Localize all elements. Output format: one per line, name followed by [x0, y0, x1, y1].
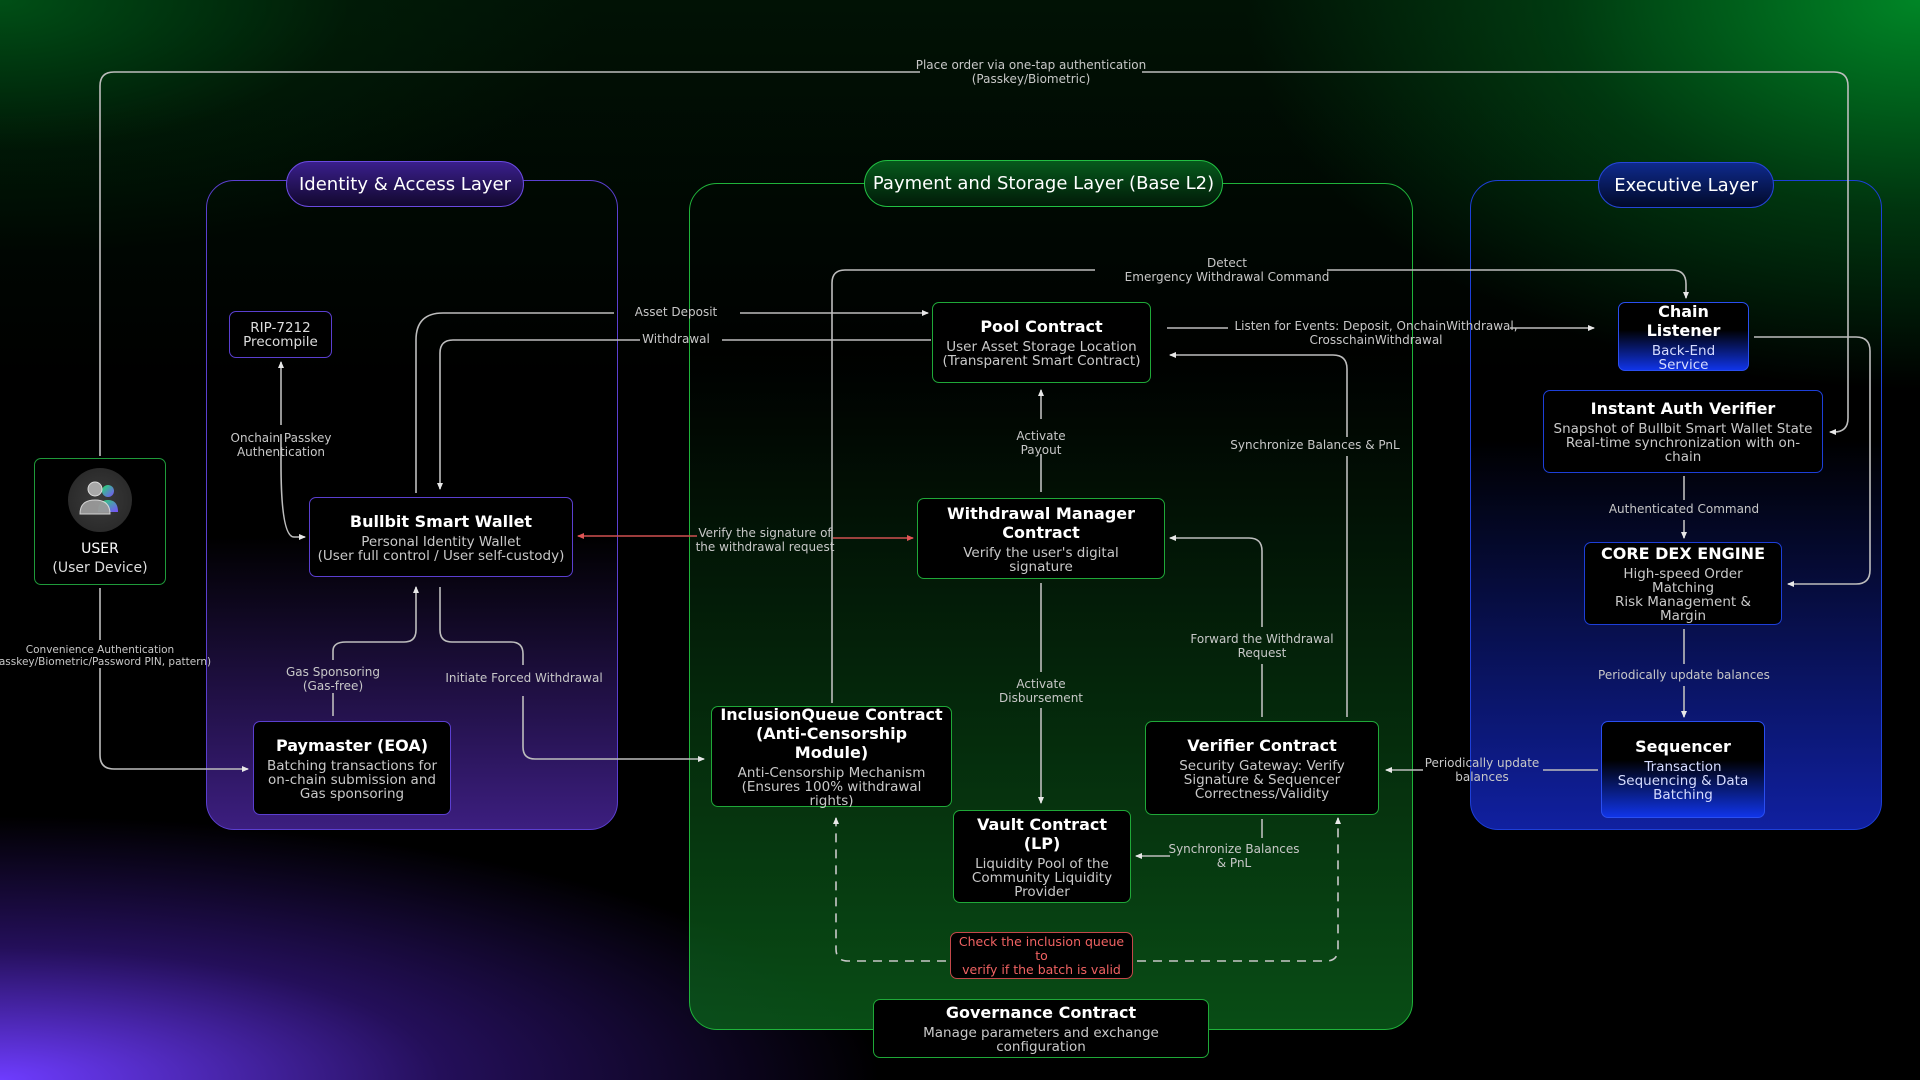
edge-listener-dex — [1754, 336, 1871, 587]
vault-contract-node[interactable]: Vault Contract (LP) Liquidity Pool of th… — [953, 810, 1131, 903]
listener-title: Chain Listener — [1646, 301, 1721, 340]
bullbit-smart-wallet-node[interactable]: Bullbit Smart Wallet Personal Identity W… — [309, 497, 573, 577]
edge-place-order — [99, 71, 1849, 456]
sequencer-desc-3: Batching — [1653, 787, 1713, 803]
check-line-2: verify if the batch is valid — [962, 961, 1121, 977]
paymaster-desc-1: Batching transactions for — [266, 757, 438, 774]
governance-desc: Manage parameters and exchange configura… — [923, 1025, 1159, 1055]
executive-layer-title: Executive Layer — [1598, 162, 1774, 208]
edge-sync-balances — [1170, 355, 1348, 717]
inclusion-desc-1: Anti-Censorship Mechanism — [737, 765, 926, 781]
paymaster-node[interactable]: Paymaster (EOA) Batching transactions fo… — [253, 721, 451, 815]
governance-title: Governance Contract — [945, 1003, 1137, 1022]
sequencer-desc-1: Transaction — [1644, 759, 1722, 775]
label-sync-balances: Synchronize Balances & PnL — [1230, 438, 1400, 452]
check-inclusion-queue-note: Check the inclusion queue to verify if t… — [950, 932, 1133, 979]
check-line-1: Check the inclusion queue to — [958, 933, 1125, 963]
label-forced-withdrawal: Initiate Forced Withdrawal — [445, 671, 603, 685]
verifier-desc-1: Security Gateway: Verify — [1179, 757, 1345, 774]
verifier-desc-2: Signature & Sequencer — [1183, 771, 1341, 788]
vault-desc-3: Provider — [1014, 883, 1070, 900]
inclusion-title-2: (Anti-Censorship Module) — [755, 724, 908, 762]
vault-desc-2: Community Liquidity — [971, 869, 1113, 886]
rip-title: RIP-7212 — [250, 319, 311, 336]
edge-sync-vault — [1136, 819, 1263, 856]
user-title: USER — [81, 541, 119, 557]
verifier-contract-node[interactable]: Verifier Contract Security Gateway: Veri… — [1145, 721, 1379, 815]
label-listen-events: Listen for Events: Deposit, OnchainWithd… — [1234, 319, 1518, 347]
label-place-order: Place order via one-tap authentication(P… — [915, 58, 1147, 86]
vault-desc-1: Liquidity Pool of the — [975, 855, 1109, 872]
withdrawal-desc-2: signature — [1009, 558, 1073, 575]
edge-forced-withdrawal — [439, 587, 704, 759]
users-icon — [68, 468, 132, 532]
auth-desc-1: Snapshot of Bullbit Smart Wallet State — [1553, 421, 1813, 437]
auth-title: Instant Auth Verifier — [1590, 399, 1776, 418]
instant-auth-verifier-node[interactable]: Instant Auth Verifier Snapshot of Bullbi… — [1543, 390, 1823, 473]
edge-asset-deposit — [415, 313, 928, 493]
identity-layer-title: Identity & Access Layer — [286, 161, 524, 207]
wallet-desc-1: Personal Identity Wallet — [361, 533, 521, 550]
pool-contract-node[interactable]: Pool Contract User Asset Storage Locatio… — [932, 302, 1151, 383]
inclusion-queue-node[interactable]: InclusionQueue Contract (Anti-Censorship… — [711, 705, 952, 809]
label-convenience-auth: Convenience Authentication(Passkey/Biome… — [0, 644, 212, 668]
pool-desc-1: User Asset Storage Location — [946, 339, 1137, 355]
withdrawal-manager-node[interactable]: Withdrawal Manager Contract Verify the u… — [917, 498, 1165, 579]
wallet-desc-2: (User full control / User self-custody) — [317, 547, 565, 564]
label-sync-vault: Synchronize Balances& PnL — [1168, 842, 1300, 870]
paymaster-desc-3: Gas sponsoring — [299, 785, 405, 802]
paymaster-desc-2: on-chain submission and — [268, 771, 436, 788]
chain-listener-node[interactable]: Chain Listener Back-End Service — [1618, 301, 1749, 373]
auth-desc-2: Real-time synchronization with on-chain — [1565, 435, 1801, 465]
label-withdrawal: Withdrawal — [642, 332, 710, 346]
rip-subtitle: Precompile — [243, 333, 318, 350]
edge-onchain-passkey — [280, 434, 306, 540]
governance-contract-node[interactable]: Governance Contract Manage parameters an… — [873, 999, 1209, 1058]
user-subtitle: (User Device) — [52, 560, 148, 576]
dex-desc-1: High-speed Order Matching — [1623, 566, 1743, 596]
inclusion-desc-2: (Ensures 100% withdrawal rights) — [741, 779, 922, 809]
label-authenticated-command: Authenticated Command — [1608, 502, 1760, 516]
listener-desc: Back-End Service — [1651, 342, 1716, 373]
withdrawal-desc-1: Verify the user's digital — [963, 544, 1119, 561]
sequencer-desc-2: Sequencing & Data — [1617, 773, 1749, 789]
core-dex-engine-node[interactable]: CORE DEX ENGINE High-speed Order Matchin… — [1584, 542, 1782, 625]
label-gas-sponsoring: Gas Sponsoring(Gas-free) — [286, 665, 380, 693]
edge-check-queue-right — [1137, 817, 1341, 962]
verifier-desc-3: Correctness/Validity — [1194, 785, 1330, 802]
label-asset-deposit: Asset Deposit — [634, 305, 718, 319]
edge-detect — [831, 269, 1686, 703]
inclusion-title-1: InclusionQueue Contract — [720, 705, 943, 724]
pool-title: Pool Contract — [980, 317, 1103, 336]
wallet-title: Bullbit Smart Wallet — [349, 511, 533, 531]
rip-7212-node[interactable]: RIP-7212 Precompile — [229, 311, 332, 358]
edge-gas-sponsoring — [332, 587, 416, 716]
paymaster-title: Paymaster (EOA) — [275, 735, 429, 755]
pool-desc-2: (Transparent Smart Contract) — [942, 353, 1141, 369]
vault-title: Vault Contract (LP) — [977, 814, 1107, 853]
verifier-title: Verifier Contract — [1187, 735, 1337, 755]
dex-title: CORE DEX ENGINE — [1600, 544, 1765, 563]
edge-withdrawal — [440, 339, 931, 489]
user-device-node[interactable]: USER (User Device) — [34, 458, 166, 585]
dex-desc-2: Risk Management & Margin — [1614, 594, 1752, 624]
sequencer-title: Sequencer — [1635, 737, 1731, 756]
payment-layer-title: Payment and Storage Layer (Base L2) — [864, 160, 1223, 207]
withdrawal-title: Withdrawal Manager Contract — [946, 503, 1136, 542]
sequencer-node[interactable]: Sequencer Transaction Sequencing & Data … — [1601, 721, 1765, 818]
label-periodic-sequencer: Periodically update balances — [1598, 668, 1770, 682]
edge-forward-withdrawal — [1170, 538, 1263, 717]
edge-check-queue-left — [833, 817, 946, 962]
edge-convenience — [99, 588, 248, 769]
